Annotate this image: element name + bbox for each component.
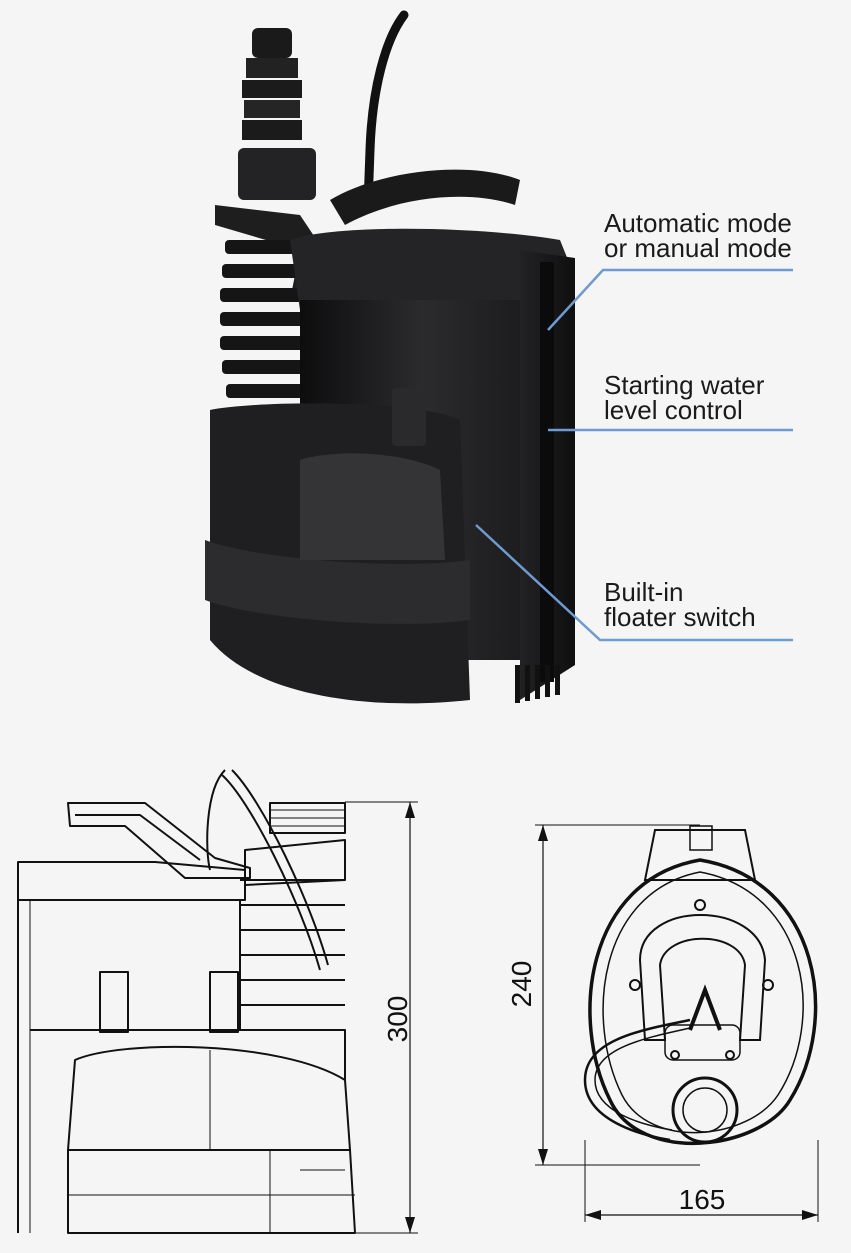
annotation-mode: Automatic mode or manual mode	[604, 208, 792, 263]
top-view-drawing	[535, 824, 819, 1222]
leader-line-floater	[475, 524, 793, 642]
dimension-depth-label: 240	[506, 960, 537, 1008]
leader-line-mode	[547, 268, 793, 331]
annotation-mode-line2: or manual mode	[604, 233, 792, 263]
annotation-mode-line1: Automatic mode	[604, 208, 792, 238]
dimension-height-label: 300	[382, 995, 413, 1043]
leader-lines	[475, 268, 793, 642]
dimension-width-label: 165	[678, 1184, 726, 1215]
annotation-floater-line2: floater switch	[604, 602, 756, 632]
pump-photo	[205, 10, 575, 704]
side-view-drawing	[17, 769, 418, 1234]
annotation-floater-line1: Built-in	[604, 577, 684, 607]
annotation-floater: Built-in floater switch	[604, 577, 756, 632]
annotation-water-level-line2: level control	[604, 395, 743, 425]
annotation-water-level: Starting water level control	[604, 370, 765, 425]
annotation-water-level-line1: Starting water	[604, 370, 765, 400]
